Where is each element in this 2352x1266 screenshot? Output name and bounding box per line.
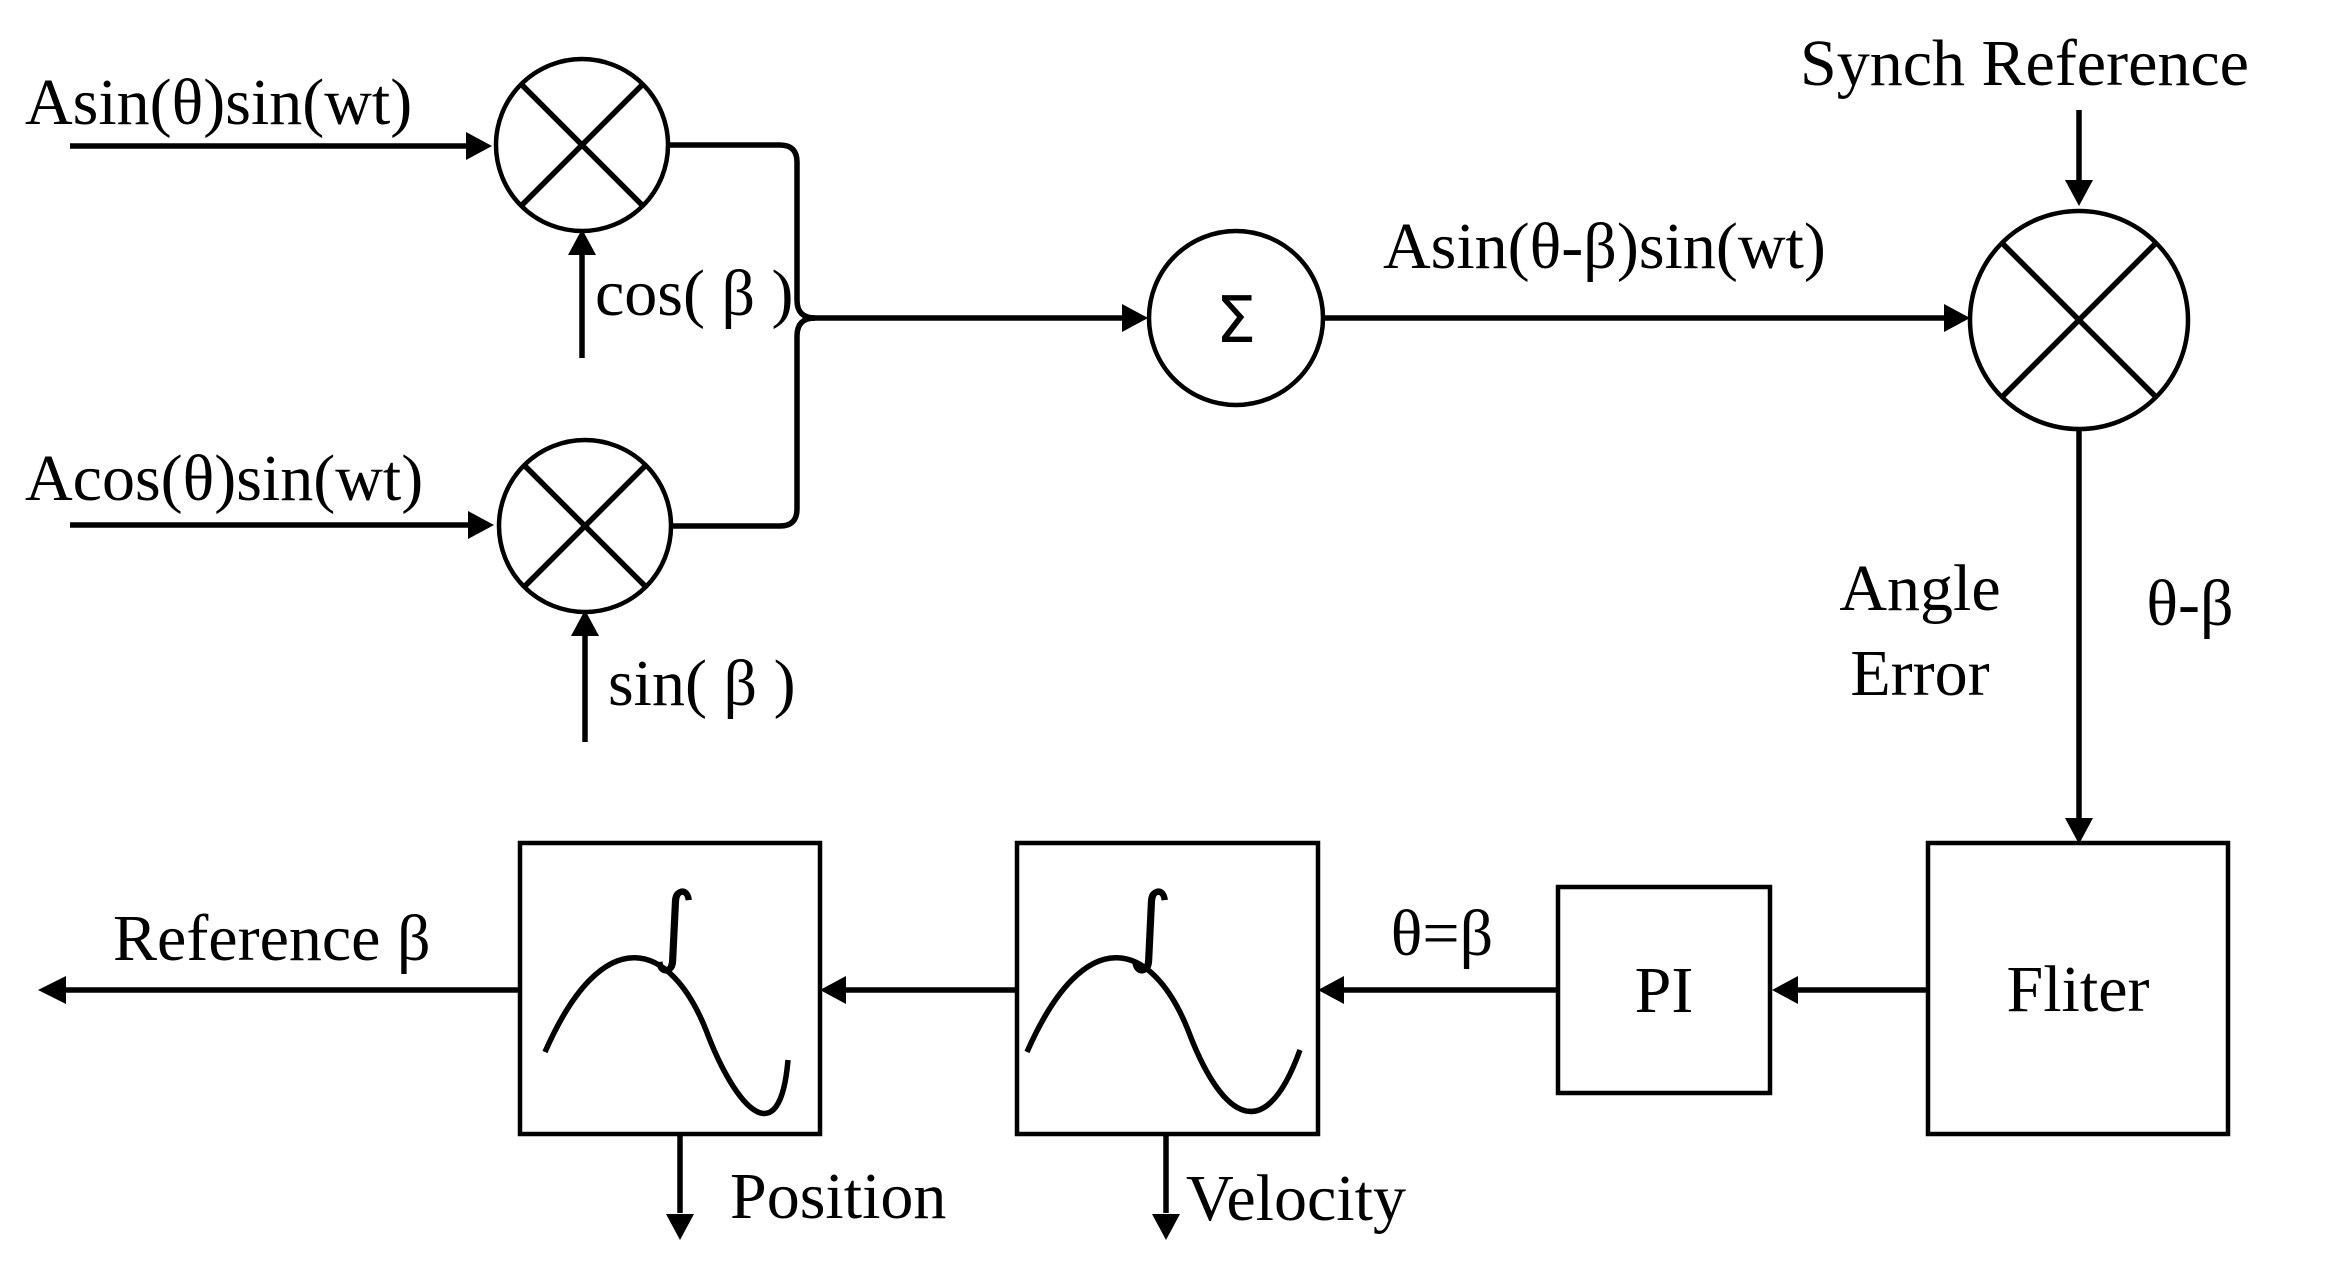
position-output-arrowhead [666, 1214, 694, 1240]
sum-output-label: Asin(θ-β)sin(wt) [1383, 210, 1826, 283]
position-sine-wave-icon [542, 955, 791, 1117]
velocity-to-position-arrowhead [820, 976, 846, 1004]
input-cos-arrowhead [468, 511, 494, 539]
position-label: Position [730, 1160, 946, 1233]
angle-error-label-line1: Angle [1839, 552, 2000, 625]
position-integral-symbol: ∫ [651, 873, 697, 976]
multiplier-top-cross-b [519, 82, 645, 208]
velocity-integrator-block: ∫ [1014, 840, 1321, 1137]
theta-minus-beta-label: θ-β [2146, 567, 2233, 640]
combined-to-sum-arrowhead [1122, 304, 1148, 332]
input-sin-arrowhead [466, 132, 492, 160]
sin-beta-label: sin( β ) [608, 647, 796, 720]
angle-error-arrowhead [2065, 818, 2093, 844]
position-integrator-block: ∫ [517, 840, 823, 1137]
filter-block [1925, 840, 2231, 1137]
input-sin-label: Asin(θ)sin(wt) [25, 66, 412, 139]
phase-detector-cross-b [2000, 241, 2158, 399]
input-cos-label: Acos(θ)sin(wt) [25, 442, 423, 515]
filter-to-pi-arrowhead [1772, 976, 1798, 1004]
summation-block: Σ [1146, 228, 1326, 408]
summation-symbol: Σ [1216, 284, 1256, 358]
angle-error-label-line2: Error [1850, 637, 1989, 710]
synch-reference-label: Synch Reference [1800, 27, 2249, 100]
pi-block [1555, 884, 1773, 1096]
velocity-sine-wave-icon [1024, 955, 1303, 1115]
multiplier-top-output-line [668, 142, 816, 321]
sum-output-arrowhead [1944, 304, 1970, 332]
position-integrator-box [517, 840, 823, 1137]
velocity-label: Velocity [1186, 1162, 1406, 1235]
multiplier-bottom-cross-b [522, 463, 648, 589]
velocity-output-arrowhead [1152, 1214, 1180, 1240]
sin-beta-arrowhead [571, 610, 599, 636]
multiplier-bottom-output-line [671, 315, 816, 529]
cos-beta-label: cos( β ) [595, 257, 794, 330]
reference-beta-label: Reference β [113, 902, 431, 975]
filter-label: Fliter [2007, 953, 2150, 1026]
cos-beta-arrowhead [568, 229, 596, 255]
synch-reference-arrowhead [2065, 180, 2093, 206]
pi-label: PI [1635, 954, 1694, 1027]
reference-beta-arrowhead [38, 976, 66, 1004]
pi-to-integrator-arrowhead [1318, 976, 1344, 1004]
multiplier-top [493, 56, 671, 234]
phase-detector-multiplier [1967, 208, 2191, 432]
theta-eq-beta-label: θ=β [1391, 897, 1493, 970]
multiplier-bottom [496, 437, 674, 615]
